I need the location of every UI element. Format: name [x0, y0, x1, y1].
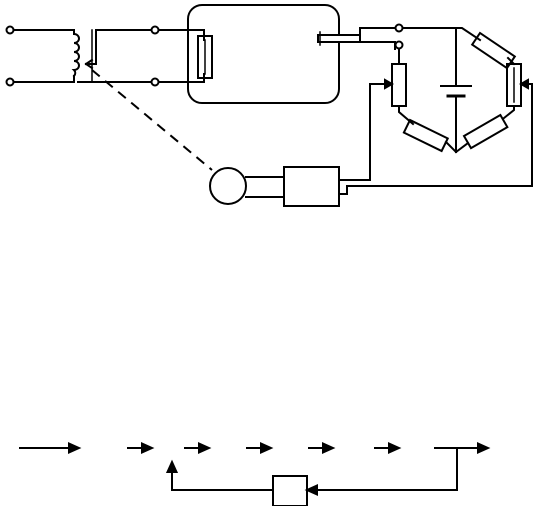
mechanical-linkage-dashed — [91, 69, 213, 171]
wiper-lead — [95, 29, 152, 65]
wiper-arrowhead — [84, 58, 94, 70]
feed-terminal-bottom — [150, 77, 160, 87]
forward-arrowhead-3 — [260, 441, 274, 455]
bridge-resistor-left — [391, 63, 407, 107]
thermocouple-probe — [317, 34, 361, 43]
bridge-terminal-top — [394, 23, 404, 33]
forward-arrowhead-4 — [322, 441, 336, 455]
left-arm-lower — [398, 105, 415, 126]
left-slider-arrowhead — [384, 78, 395, 90]
amplifier-box — [283, 166, 340, 207]
left-slider-arrow-line — [369, 83, 387, 181]
tc-wire-bottom — [359, 41, 396, 50]
output-arrowhead — [477, 441, 491, 455]
tc-wire-top — [359, 27, 396, 39]
feedback-element-box — [272, 475, 308, 506]
right-slider-arrow-line — [346, 83, 533, 187]
bridge-bottom-right-from-node — [454, 141, 470, 154]
autotransformer-coil — [71, 32, 80, 78]
amplifier-out-bottom — [338, 185, 348, 195]
feed-wire-bottom — [158, 73, 205, 83]
right-arm-lower — [502, 105, 515, 120]
bridge-input — [359, 23, 482, 65]
servo-section — [91, 69, 371, 207]
feed-terminal-top — [150, 25, 160, 35]
input-terminal-top — [5, 25, 15, 35]
input-arrowhead — [68, 441, 82, 455]
furnace-chamber — [187, 4, 340, 104]
furnace — [187, 4, 361, 104]
bridge-circuit — [346, 27, 533, 187]
feedback-takeoff — [317, 447, 458, 491]
furnace-heater-element — [197, 35, 213, 79]
feedback-return-line — [171, 471, 274, 491]
servo-motor — [209, 167, 247, 205]
input-wire-top — [13, 29, 75, 35]
bridge-resistor-bottom-right — [462, 113, 509, 150]
block-diagram — [19, 441, 491, 506]
feedback-return-arrowhead — [165, 459, 179, 473]
bridge-top-wire — [402, 27, 482, 42]
right-slider-arrowhead — [518, 78, 529, 90]
bridge-resistor-bottom-left — [402, 118, 450, 153]
forward-arrowhead-5 — [388, 441, 402, 455]
forward-arrowhead-2 — [198, 441, 212, 455]
feedback-arrowhead — [304, 483, 318, 497]
input-section — [5, 25, 152, 87]
forward-arrowhead-1 — [141, 441, 155, 455]
input-wire-bottom — [13, 75, 75, 83]
bridge-bottom-left-to-node — [444, 140, 458, 154]
bridge-terminal-bottom — [394, 40, 404, 50]
input-terminal-bottom — [5, 77, 15, 87]
